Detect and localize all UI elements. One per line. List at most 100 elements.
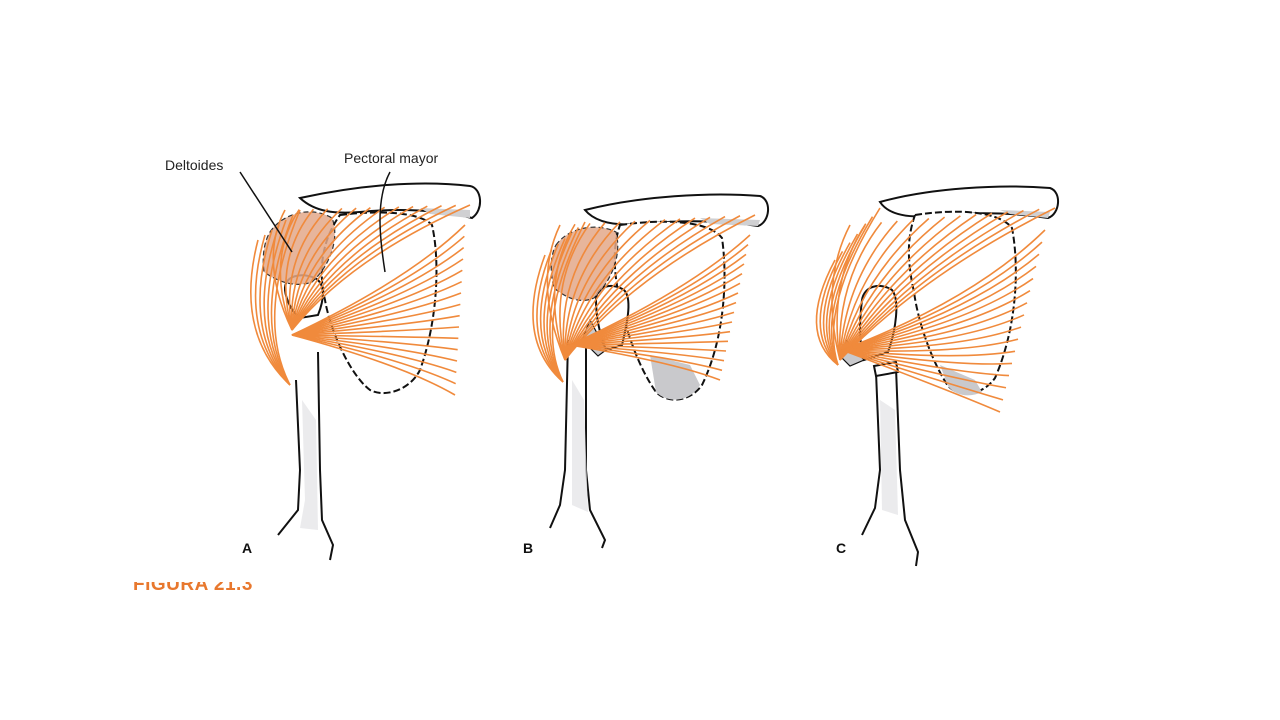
- muscle-fiber: [291, 224, 466, 336]
- muscle-fiber: [291, 247, 465, 336]
- muscle-fiber: [569, 344, 727, 352]
- muscle-fiber: [564, 220, 636, 361]
- muscle-fiber: [839, 212, 993, 361]
- muscle-fiber: [536, 249, 564, 383]
- muscle-fiber: [839, 219, 914, 361]
- muscle-fiber: [564, 221, 621, 361]
- panel-label-a: A: [242, 540, 252, 556]
- muscle-fiber: [564, 217, 696, 361]
- muscle-fiber: [825, 233, 859, 366]
- humerus-c: [861, 367, 920, 567]
- muscle-fiber: [569, 272, 743, 346]
- muscle-fiber: [841, 349, 1016, 357]
- muscle-fiber: [291, 334, 458, 362]
- muscle-fiber: [841, 277, 1034, 351]
- muscle-fiber: [559, 222, 591, 361]
- muscle-fiber: [841, 229, 1046, 351]
- muscle-fiber: [291, 303, 461, 336]
- muscle-fiber: [291, 258, 464, 336]
- muscle-fiber: [569, 244, 749, 346]
- muscle-fiber: [291, 205, 442, 331]
- muscle-fiber: [838, 221, 883, 361]
- muscle-fiber: [254, 234, 291, 386]
- muscle-fiber: [259, 229, 291, 386]
- muscle-fiber: [288, 208, 329, 331]
- label-deltoides: Deltoides: [165, 157, 223, 173]
- panel-label-c: C: [836, 540, 846, 556]
- muscle-fiber: [564, 218, 666, 361]
- muscle-fibers-a: [250, 204, 471, 396]
- muscle-fiber: [839, 211, 1009, 361]
- muscle-fiber: [569, 301, 737, 346]
- muscle-fiber: [291, 204, 471, 331]
- muscle-fiber: [291, 334, 458, 351]
- muscle-fiber: [841, 241, 1043, 351]
- muscle-fiber: [569, 344, 725, 362]
- muscle-fiber: [839, 220, 898, 361]
- muscle-fiber: [822, 242, 851, 366]
- panel-a: Deltoides Pectoral mayor A: [165, 150, 481, 561]
- muscle-fiber: [839, 208, 1040, 361]
- muscle-fiber: [569, 340, 729, 346]
- muscle-fiber: [569, 344, 723, 372]
- muscle-fiber: [841, 302, 1028, 351]
- muscle-fiber: [841, 314, 1025, 351]
- panel-c: C: [815, 185, 1059, 567]
- muscle-fiber: [569, 311, 735, 346]
- muscle-fiber: [291, 314, 460, 336]
- muscle-fiber: [546, 232, 573, 383]
- muscle-fiber: [841, 349, 1007, 389]
- muscle-fiber: [564, 216, 711, 361]
- muscle-fiber: [569, 321, 733, 346]
- muscle-fiber: [263, 224, 291, 386]
- muscle-fiber: [815, 259, 839, 366]
- muscle-fiber: [267, 219, 291, 386]
- muscle-fiber: [819, 250, 844, 366]
- muscle-fiber: [569, 234, 751, 346]
- muscle-fiber: [841, 349, 1004, 401]
- muscle-fiber: [839, 215, 961, 361]
- muscle-fiber: [839, 207, 1056, 361]
- muscle-fiber: [569, 263, 745, 346]
- figure-caption: FIGURA 21.3: [133, 574, 253, 595]
- muscle-fibers-c: [815, 207, 1056, 413]
- scapula-c: [907, 210, 1017, 395]
- muscle-fiber: [841, 338, 1019, 352]
- muscle-fiber: [832, 207, 881, 366]
- muscle-fiber: [543, 238, 566, 383]
- muscle-fiber: [291, 334, 457, 374]
- muscle-fiber: [291, 334, 457, 385]
- muscle-fibers-b: [532, 214, 756, 383]
- muscle-fiber: [290, 207, 343, 331]
- muscle-fiber: [291, 207, 357, 331]
- humerus-b: [549, 330, 607, 549]
- muscle-fiber: [291, 205, 428, 331]
- muscle-fiber: [285, 208, 315, 331]
- muscle-fiber: [569, 330, 731, 346]
- muscle-fiber: [569, 253, 747, 346]
- muscle-fiber: [569, 344, 721, 381]
- label-pectoral-mayor: Pectoral mayor: [344, 150, 438, 166]
- muscle-fiber: [841, 265, 1037, 351]
- muscle-fiber: [291, 292, 462, 336]
- muscle-fiber: [839, 213, 977, 361]
- muscle-fiber: [279, 209, 300, 331]
- muscle-fiber: [564, 218, 681, 361]
- muscle-fiber: [841, 289, 1031, 351]
- muscle-fiber: [841, 349, 1013, 365]
- muscle-fiber: [839, 217, 930, 361]
- muscle-fiber: [839, 216, 946, 361]
- muscle-fiber: [291, 205, 414, 331]
- muscle-fiber: [291, 204, 457, 331]
- muscle-fiber: [841, 326, 1022, 351]
- muscle-fiber: [291, 326, 460, 336]
- muscle-fiber: [569, 282, 741, 346]
- muscle-fiber: [841, 349, 1010, 377]
- muscle-fiber: [291, 269, 463, 336]
- muscle-fiber: [828, 224, 866, 366]
- muscle-fiber: [562, 222, 606, 361]
- muscle-fiber: [569, 292, 739, 346]
- panel-b: B: [523, 193, 769, 556]
- muscle-fiber: [551, 221, 586, 383]
- muscle-fiber: [532, 254, 564, 383]
